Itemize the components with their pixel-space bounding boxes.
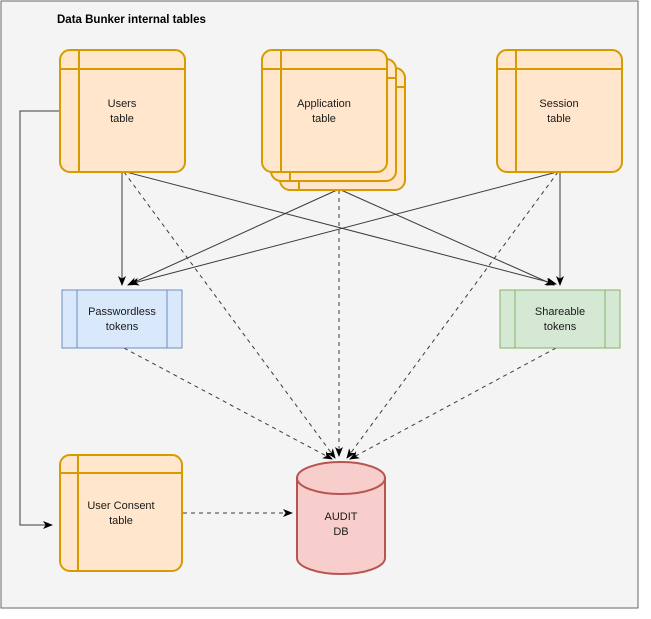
audit-db-label-line1: AUDIT bbox=[325, 511, 358, 523]
application-table-label-line1: Application bbox=[297, 98, 351, 110]
edge-session-to-audit bbox=[346, 171, 559, 459]
user-consent-table-label-line2: table bbox=[109, 515, 133, 527]
users-table-label-line2: table bbox=[110, 113, 134, 125]
session-table-label-line2: table bbox=[547, 113, 571, 125]
application-table-label-line2: table bbox=[312, 113, 336, 125]
audit-db-label-line2: DB bbox=[333, 526, 348, 538]
node-shareable-tokens[interactable]: Shareable tokens bbox=[499, 289, 621, 349]
shareable-tokens-body bbox=[499, 289, 621, 349]
users-table-label-line1: Users bbox=[108, 98, 137, 110]
user-consent-table-body bbox=[59, 454, 183, 572]
node-user-consent-table[interactable]: User Consent table bbox=[59, 454, 183, 572]
passwordless-tokens-label-line1: Passwordless bbox=[88, 306, 156, 318]
passwordless-tokens-body bbox=[61, 289, 183, 349]
shareable-tokens-label-line2: tokens bbox=[544, 321, 577, 333]
audit-db-cylinder-top bbox=[296, 461, 386, 495]
passwordless-tokens-label-line2: tokens bbox=[106, 321, 139, 333]
session-table-body bbox=[496, 49, 623, 173]
user-consent-table-label-line1: User Consent bbox=[87, 500, 154, 512]
audit-db-cylinder-body bbox=[296, 477, 386, 575]
application-table-body bbox=[261, 49, 388, 173]
edge-users-to-shareable bbox=[125, 171, 557, 286]
node-users-table[interactable]: Users table bbox=[59, 49, 186, 173]
session-table-label-line1: Session bbox=[539, 98, 578, 110]
edge-application-to-passwordless bbox=[127, 189, 338, 286]
edge-session-to-passwordless bbox=[129, 171, 558, 286]
node-audit-db[interactable]: AUDIT DB bbox=[296, 461, 386, 575]
edge-layer bbox=[19, 110, 564, 529]
node-session-table[interactable]: Session table bbox=[496, 49, 623, 173]
edge-users-to-user-consent bbox=[19, 110, 60, 529]
edge-users-to-audit bbox=[123, 171, 336, 459]
node-passwordless-tokens[interactable]: Passwordless tokens bbox=[61, 289, 183, 349]
diagram-title: Data Bunker internal tables bbox=[57, 14, 206, 26]
users-table-body bbox=[59, 49, 186, 173]
node-application-table[interactable]: Application table bbox=[261, 49, 406, 191]
edge-application-to-shareable bbox=[340, 189, 555, 286]
edge-shareable-to-audit bbox=[349, 347, 557, 460]
shareable-tokens-label-line1: Shareable bbox=[535, 306, 585, 318]
